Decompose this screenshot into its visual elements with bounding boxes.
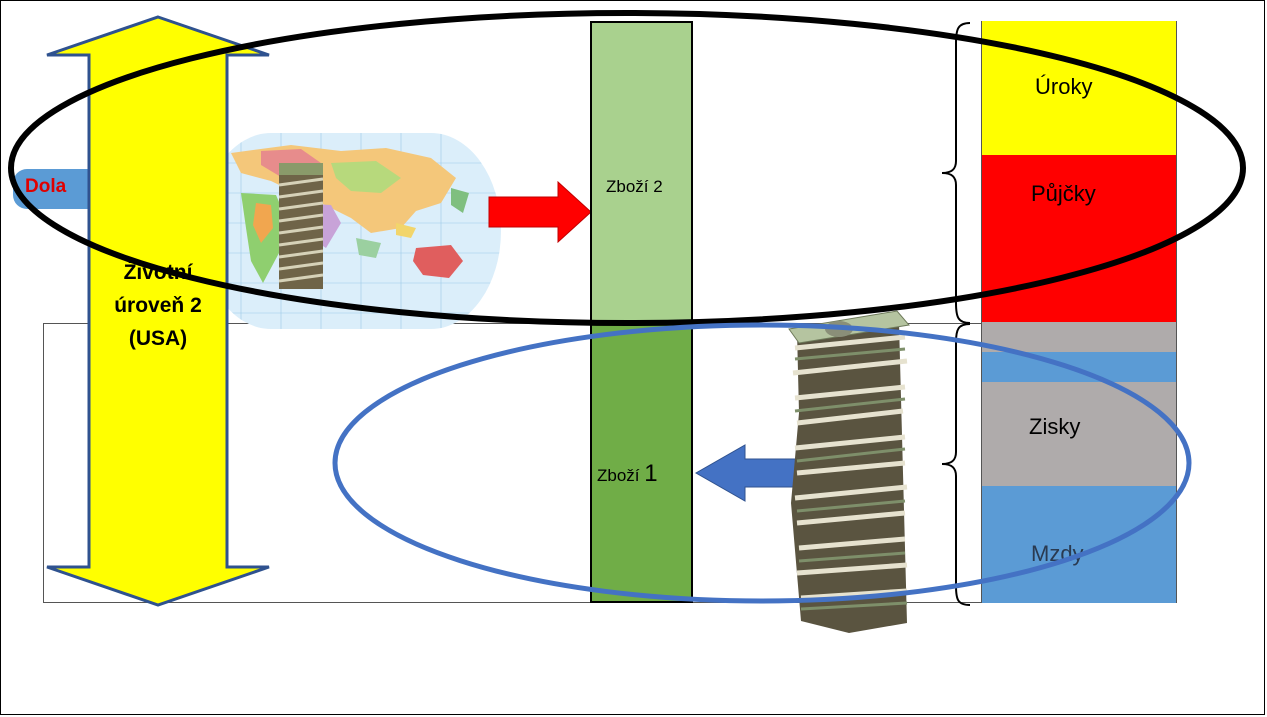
goods-1-label: Zboží 1 — [597, 460, 658, 488]
loans-block — [981, 155, 1177, 322]
money-stack-large-image — [788, 310, 910, 633]
profits-label: Zisky — [1029, 414, 1081, 439]
goods-1-prefix: Zboží — [597, 466, 645, 485]
interest-label: Úroky — [1035, 74, 1093, 99]
red-arrow-icon — [488, 181, 592, 243]
column-outline — [981, 21, 1177, 603]
blue-ellipse — [332, 322, 1192, 604]
interest-block — [981, 21, 1177, 155]
money-stack-small-image — [278, 163, 324, 289]
wages-block — [981, 486, 1177, 603]
dollar-tab-label: Dola — [25, 176, 67, 197]
living-standard-double-arrow-icon — [46, 15, 270, 607]
lower-brace-icon — [941, 323, 971, 606]
living-standard-label: Životní úroveň 2 (USA) — [114, 261, 202, 350]
blue-strip — [981, 352, 1177, 382]
black-ellipse — [8, 10, 1246, 326]
goods-2-label: Zboží 2 — [606, 177, 663, 196]
gray-strip — [981, 322, 1177, 352]
goods-1-bar — [590, 323, 693, 603]
goods-1-number: 1 — [644, 460, 658, 487]
loans-label: Půjčky — [1031, 181, 1096, 206]
goods-2-bar — [590, 21, 693, 323]
